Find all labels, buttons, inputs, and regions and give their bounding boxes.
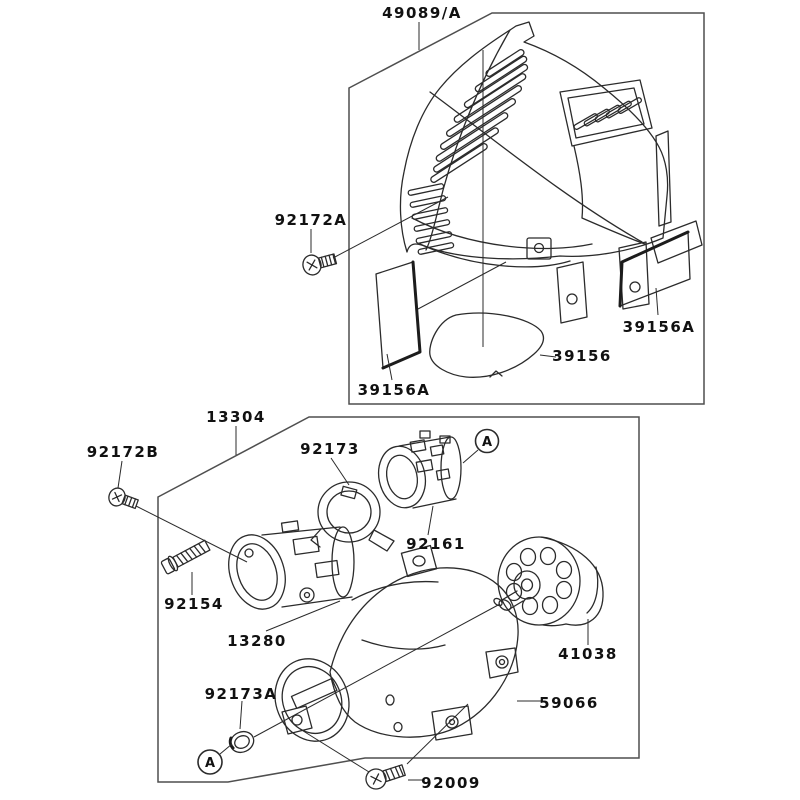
part-label-92173: 92173: [300, 440, 360, 458]
part-label-41038: 41038: [558, 645, 618, 663]
clutch-shaft: [493, 590, 524, 611]
fan-case-59066-drawing: [274, 544, 519, 742]
part-label-92161: 92161: [406, 535, 466, 553]
part-number-labels: 49089/A 92172A 39156A 39156 39156A 13304…: [87, 4, 696, 792]
top-box-leader-lines: [310, 22, 659, 381]
part-label-39156a-left: 39156A: [358, 381, 431, 399]
screw-92009-drawing: [365, 764, 406, 790]
part-label-92154: 92154: [164, 595, 224, 613]
pad-39156a-left-drawing: [375, 260, 422, 370]
cover-latch-detail: [526, 237, 552, 260]
fan-case-left-bracket: [281, 705, 313, 735]
clutch-drum-41038-drawing: [493, 536, 604, 627]
ring-92173a-drawing: [228, 730, 255, 754]
part-label-13304: 13304: [206, 408, 266, 426]
fan-case-bottom-bracket: [431, 705, 473, 741]
phillips-cross-icon: [111, 491, 123, 503]
part-label-92173a: 92173A: [205, 685, 278, 703]
callout-a-top-letter: A: [482, 435, 492, 450]
part-label-92009: 92009: [421, 774, 481, 792]
damper-92161-drawing: [377, 430, 462, 509]
cover-top-louvers: [430, 49, 529, 183]
cover-leg-center: [556, 261, 588, 324]
fan-case-right-bracket: [485, 647, 519, 679]
cover-right-strip: [655, 130, 672, 227]
screw-92172a-drawing: [302, 253, 338, 276]
top-assembly-box: [348, 12, 705, 405]
callout-a-top: A: [474, 428, 500, 454]
clutch-housing-13280-drawing: [228, 520, 355, 610]
pad-39156a-right-drawing: [618, 230, 691, 308]
part-label-49089a: 49089/A: [382, 4, 462, 22]
part-label-39156: 39156: [552, 347, 612, 365]
holder-92173-drawing: [310, 481, 395, 552]
pad-39156-drawing: [429, 312, 545, 378]
engine-cover-drawing: [399, 21, 703, 324]
bottom-assembly-box: [157, 416, 640, 783]
part-label-59066: 59066: [539, 694, 599, 712]
cover-side-grille: [407, 183, 455, 255]
bolt-92154-drawing: [160, 539, 211, 575]
part-label-92172b: 92172B: [87, 443, 160, 461]
cover-right-foot: [650, 220, 703, 264]
phillips-cross-icon: [370, 773, 382, 785]
cover-recess-vent: [559, 79, 653, 147]
callout-a-bottom-letter: A: [205, 756, 215, 771]
screw-92172b-drawing: [108, 487, 139, 510]
phillips-cross-icon: [306, 259, 318, 271]
part-label-13280: 13280: [227, 632, 287, 650]
part-label-39156a-right: 39156A: [623, 318, 696, 336]
bottom-box-leader-lines: [117, 426, 589, 781]
callout-a-bottom: A: [197, 749, 223, 775]
fan-case-top-bracket: [400, 544, 438, 578]
part-label-92172a: 92172A: [275, 211, 348, 229]
